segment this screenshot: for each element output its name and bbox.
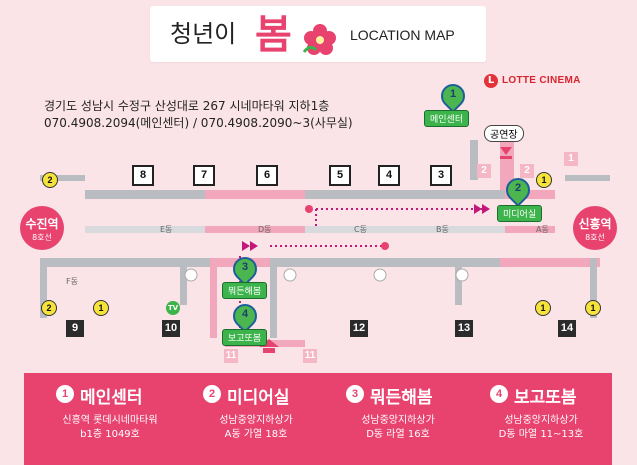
- title-prefix: 청년이: [170, 20, 237, 48]
- legend-address: 신흥역 롯데시네마타워 b1층 1049호: [40, 414, 180, 442]
- zone-label: F동: [66, 277, 78, 286]
- pin-number: 4: [241, 308, 249, 320]
- exit-circle: 2: [42, 172, 58, 188]
- exit-circle: 1: [585, 300, 601, 316]
- wall: [270, 258, 500, 267]
- legend-number: 1: [56, 385, 74, 403]
- legend-address-line2: A동 가열 18호: [224, 429, 288, 440]
- legend-title: 미디어실: [227, 388, 290, 408]
- station-name: 수진역: [25, 217, 59, 231]
- exit-circle: 1: [93, 300, 109, 316]
- wall: [565, 175, 610, 181]
- zone-label: E동: [160, 225, 173, 234]
- shop-number: 6: [256, 165, 278, 186]
- legend-address-line2: D동 라열 16호: [366, 429, 430, 440]
- wall: [305, 190, 505, 199]
- legend-number: 2: [203, 385, 221, 403]
- zone-label: A동: [536, 225, 549, 234]
- exit-square: 2: [520, 164, 534, 178]
- legend-title: 뭐든해봄: [370, 388, 433, 408]
- exit-circle: 1: [535, 300, 551, 316]
- restroom-icon: [455, 268, 469, 282]
- wall: [305, 226, 505, 233]
- wall: [205, 190, 305, 199]
- station-line: 8호선: [32, 233, 52, 242]
- zone-label: B동: [436, 225, 449, 234]
- shop-number: 8: [132, 165, 154, 186]
- wall: [455, 265, 462, 305]
- map-label-main-center: 메인센터: [424, 110, 470, 127]
- shop-number: 13: [455, 320, 473, 337]
- wall: [470, 140, 478, 180]
- title-en: LOCATION MAP: [350, 27, 455, 43]
- wall: [210, 258, 217, 338]
- exit-circle: 2: [41, 300, 57, 316]
- legend-address-line1: 성남중앙지하상가: [361, 415, 435, 426]
- zone-label: C동: [354, 225, 367, 234]
- lotte-cinema-label: LOTTE CINEMA: [502, 75, 581, 86]
- legend-number: 4: [490, 385, 508, 403]
- exit-square: 11: [224, 349, 238, 363]
- wall: [40, 258, 210, 267]
- wall: [85, 190, 205, 199]
- shop-number: 7: [193, 165, 215, 186]
- map-label-media-room: 미디어실: [497, 205, 543, 222]
- legend-address-line2: D동 마열 11~13호: [498, 429, 584, 440]
- theater-label: 공연장: [484, 125, 524, 142]
- shop-number: 14: [558, 320, 576, 337]
- shop-number: 10: [162, 320, 180, 337]
- legend-address-line2: b1층 1049호: [80, 429, 140, 440]
- shop-number: 9: [66, 320, 84, 337]
- wall: [500, 258, 600, 267]
- legend-title: 메인센터: [80, 388, 143, 408]
- station-right: 신흥역 8호선: [573, 206, 617, 250]
- wall: [85, 226, 205, 233]
- legend-address-line1: 신흥역 롯데시네마타워: [62, 415, 158, 426]
- wall: [500, 140, 514, 190]
- station-name: 신흥역: [578, 217, 612, 231]
- wall: [270, 258, 277, 338]
- title-highlight: 봄: [255, 11, 292, 58]
- address-line: 경기도 성남시 수정구 산성대로 267 시네마타워 지하1층: [44, 99, 330, 113]
- pin-number: 2: [514, 182, 522, 194]
- zone-label: D동: [258, 225, 272, 234]
- shop-number: 5: [329, 165, 351, 186]
- pin-number: 1: [449, 88, 457, 100]
- wall: [180, 265, 187, 305]
- wall: [205, 226, 305, 233]
- tv-icon: TV: [166, 301, 180, 315]
- pin-number: 3: [241, 261, 249, 273]
- phone-line: 070.4908.2094(메인센터) / 070.4908.2090~3(사무…: [44, 116, 353, 130]
- shop-number: 3: [430, 165, 452, 186]
- station-left: 수진역 8호선: [20, 206, 64, 250]
- shop-number: 4: [378, 165, 400, 186]
- restroom-icon: [373, 268, 387, 282]
- flower-icon: [302, 24, 336, 55]
- exit-circle: 1: [536, 172, 552, 188]
- station-line: 8호선: [585, 233, 605, 242]
- wall: [590, 258, 597, 318]
- legend-address: 성남중앙지하상가 A동 가열 18호: [186, 414, 326, 442]
- down-arrow-icon: [500, 147, 512, 159]
- legend-address-line1: 성남중앙지하상가: [504, 415, 578, 426]
- legend-address: 성남중앙지하상가 D동 마열 11~13호: [471, 414, 611, 442]
- wall: [505, 226, 555, 233]
- lotte-logo: L: [484, 74, 498, 88]
- wall: [505, 190, 555, 199]
- legend-title: 보고또봄: [514, 388, 577, 408]
- legend-number: 3: [346, 385, 364, 403]
- map-label-see-again: 보고또봄: [222, 329, 268, 346]
- exit-square: 2: [477, 164, 491, 178]
- shop-number: 12: [350, 320, 368, 337]
- restroom-icon: [283, 268, 297, 282]
- wall: [40, 258, 47, 318]
- map-label-try-anything: 뭐든해봄: [222, 282, 268, 299]
- legend-address: 성남중앙지하상가 D동 라열 16호: [328, 414, 468, 442]
- legend-address-line1: 성남중앙지하상가: [219, 415, 293, 426]
- wall: [40, 175, 85, 181]
- exit-square: 11: [303, 349, 317, 363]
- legend-bar: [24, 373, 612, 465]
- restroom-icon: [184, 268, 198, 282]
- exit-square: 1: [564, 152, 578, 166]
